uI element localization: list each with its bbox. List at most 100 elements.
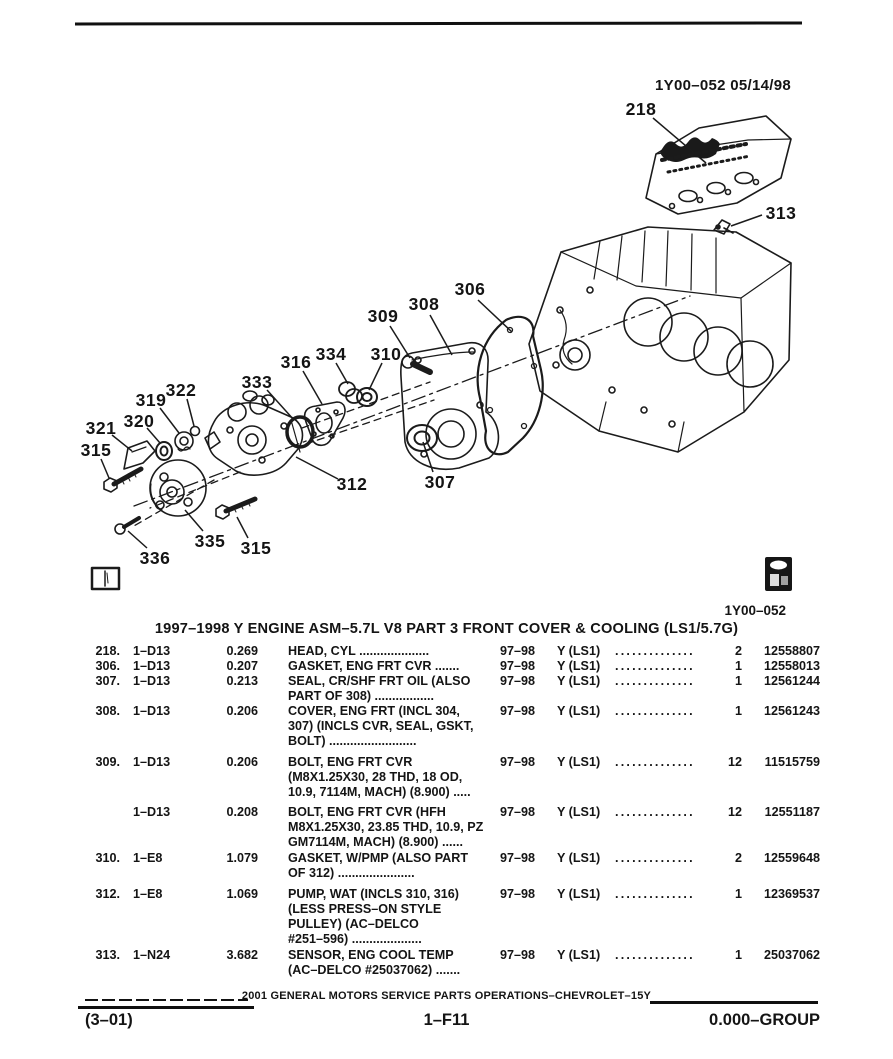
part-number-cell: 11515759 <box>764 755 820 769</box>
description-cell: SENSOR, ENG COOL TEMP(AC–DELCO #25037062… <box>258 948 486 978</box>
footer-rule-left-solid <box>78 1006 254 1009</box>
weight-cell: 1.069 <box>226 887 258 901</box>
callout-label: 218 <box>626 99 657 119</box>
item-number-cell: 312. <box>95 887 120 901</box>
description-line: BOLT, ENG FRT CVR (HFH <box>288 805 446 819</box>
leader-dots: .............. <box>615 887 695 901</box>
description-cell: HEAD, CYL .................... <box>258 644 486 659</box>
crankshaft-front-seal-part <box>406 424 438 452</box>
part-number-cell: 12551187 <box>764 805 820 819</box>
assembly-axis-dashed-line <box>131 295 691 528</box>
footer-rule-left-dashed <box>85 999 248 1001</box>
callout-label: 320 <box>124 411 155 431</box>
thermostat-part <box>174 431 194 452</box>
leader-dots: .............. <box>615 659 695 673</box>
years-cell: 97–98 <box>500 644 536 658</box>
parts-list-title: 1997–1998 Y ENGINE ASM–5.7L V8 PART 3 FR… <box>154 621 739 637</box>
callout-label: 312 <box>337 474 368 494</box>
quantity-cell: 2 <box>734 851 742 865</box>
model-code: Y (LS1) <box>557 887 601 901</box>
part-number-cell: 12561243 <box>763 704 820 718</box>
model-code: Y (LS1) <box>557 805 601 819</box>
callout-label: 310 <box>371 344 402 364</box>
callout-leader-line <box>159 407 180 434</box>
callout-label: 321 <box>86 418 117 438</box>
quantity-cell: 1 <box>734 704 742 718</box>
callout-leader-line <box>652 117 707 164</box>
years-cell: 97–98 <box>500 659 536 673</box>
location-code-cell: 1–D13 <box>133 659 171 673</box>
part-number-cell: 12561244 <box>763 674 820 688</box>
location-code-cell: 1–D13 <box>133 644 171 658</box>
footer-rule-right <box>650 1001 818 1004</box>
callout-leader-line <box>477 299 513 333</box>
callout-leader-line <box>127 530 148 549</box>
leader-dots: .............. <box>615 674 695 688</box>
part-number-cell: 25037062 <box>763 948 820 962</box>
film-frame-icon <box>765 557 792 591</box>
engine-front-cover-part <box>400 341 500 470</box>
callout-label: 307 <box>425 472 456 492</box>
description-line: HEAD, CYL .................... <box>288 644 430 658</box>
pulley-part <box>149 459 207 517</box>
front-cover-gasket-part <box>476 315 544 456</box>
weight-cell: 0.206 <box>226 704 258 718</box>
model-code: Y (LS1) <box>557 644 601 658</box>
description-line: GASKET, W/PMP (ALSO PART <box>288 851 469 865</box>
callout-leader-line <box>302 370 323 405</box>
model-code: Y (LS1) <box>557 851 601 865</box>
callout-label: 308 <box>409 294 440 314</box>
quantity-cell: 1 <box>734 887 742 901</box>
callout-label: 322 <box>166 380 197 400</box>
item-number-cell: 310. <box>95 851 120 865</box>
callout-label: 313 <box>766 203 797 223</box>
description-cell: PUMP, WAT (INCLS 310, 316)(LESS PRESS–ON… <box>258 887 486 947</box>
callout-label: 333 <box>242 372 273 392</box>
description-cell: BOLT, ENG FRT CVR(M8X1.25X30, 28 THD, 18… <box>258 755 486 800</box>
description-line: PULLEY) (AC–DELCO <box>288 917 419 931</box>
callout-leader-line <box>186 398 195 427</box>
location-code-cell: 1–E8 <box>133 887 163 901</box>
engine-block-part <box>528 226 792 453</box>
exploded-parts-diagram: 2183133063083093103343163333223193203213… <box>81 99 797 591</box>
years-cell: 97–98 <box>500 887 536 901</box>
callout-leader-line <box>236 516 249 539</box>
leader-dots: .............. <box>615 644 695 658</box>
model-cell: Y (LS1).............. <box>542 659 710 674</box>
description-line: #251–596) .................... <box>288 932 422 946</box>
model-cell: Y (LS1).............. <box>542 805 710 850</box>
callout-label: 319 <box>136 390 167 410</box>
description-line: SENSOR, ENG COOL TEMP <box>288 948 454 962</box>
callout-label: 315 <box>81 440 112 460</box>
callout-label: 306 <box>455 279 486 299</box>
weight-cell: 0.213 <box>226 674 258 688</box>
page-reference-icon <box>90 566 121 591</box>
model-code: Y (LS1) <box>557 948 601 962</box>
small-ring-part <box>189 425 201 437</box>
quantity-cell: 12 <box>727 755 742 769</box>
water-pump-part <box>204 390 304 476</box>
top-scan-rule <box>74 21 803 26</box>
callout-label: 316 <box>281 352 312 372</box>
quantity-cell: 12 <box>727 805 742 819</box>
quantity-cell: 1 <box>734 948 742 962</box>
leader-dots: .............. <box>615 948 695 962</box>
quantity-cell: 1 <box>734 674 742 688</box>
description-line: PART OF 308) ................. <box>288 689 435 703</box>
callout-leader-line <box>429 314 453 356</box>
item-number-cell: 309. <box>95 755 120 769</box>
model-code: Y (LS1) <box>557 659 601 673</box>
item-number-cell: 218. <box>95 644 120 658</box>
model-cell: Y (LS1).............. <box>542 887 710 947</box>
years-cell: 97–98 <box>500 704 536 718</box>
part-number-cell: 12369537 <box>763 887 820 901</box>
callout-leader-line <box>389 325 411 359</box>
footer-group-code: 0.000–GROUP <box>709 1011 820 1029</box>
footer-date-code: (3–01) <box>85 1011 133 1029</box>
weight-cell: 0.207 <box>226 659 258 673</box>
